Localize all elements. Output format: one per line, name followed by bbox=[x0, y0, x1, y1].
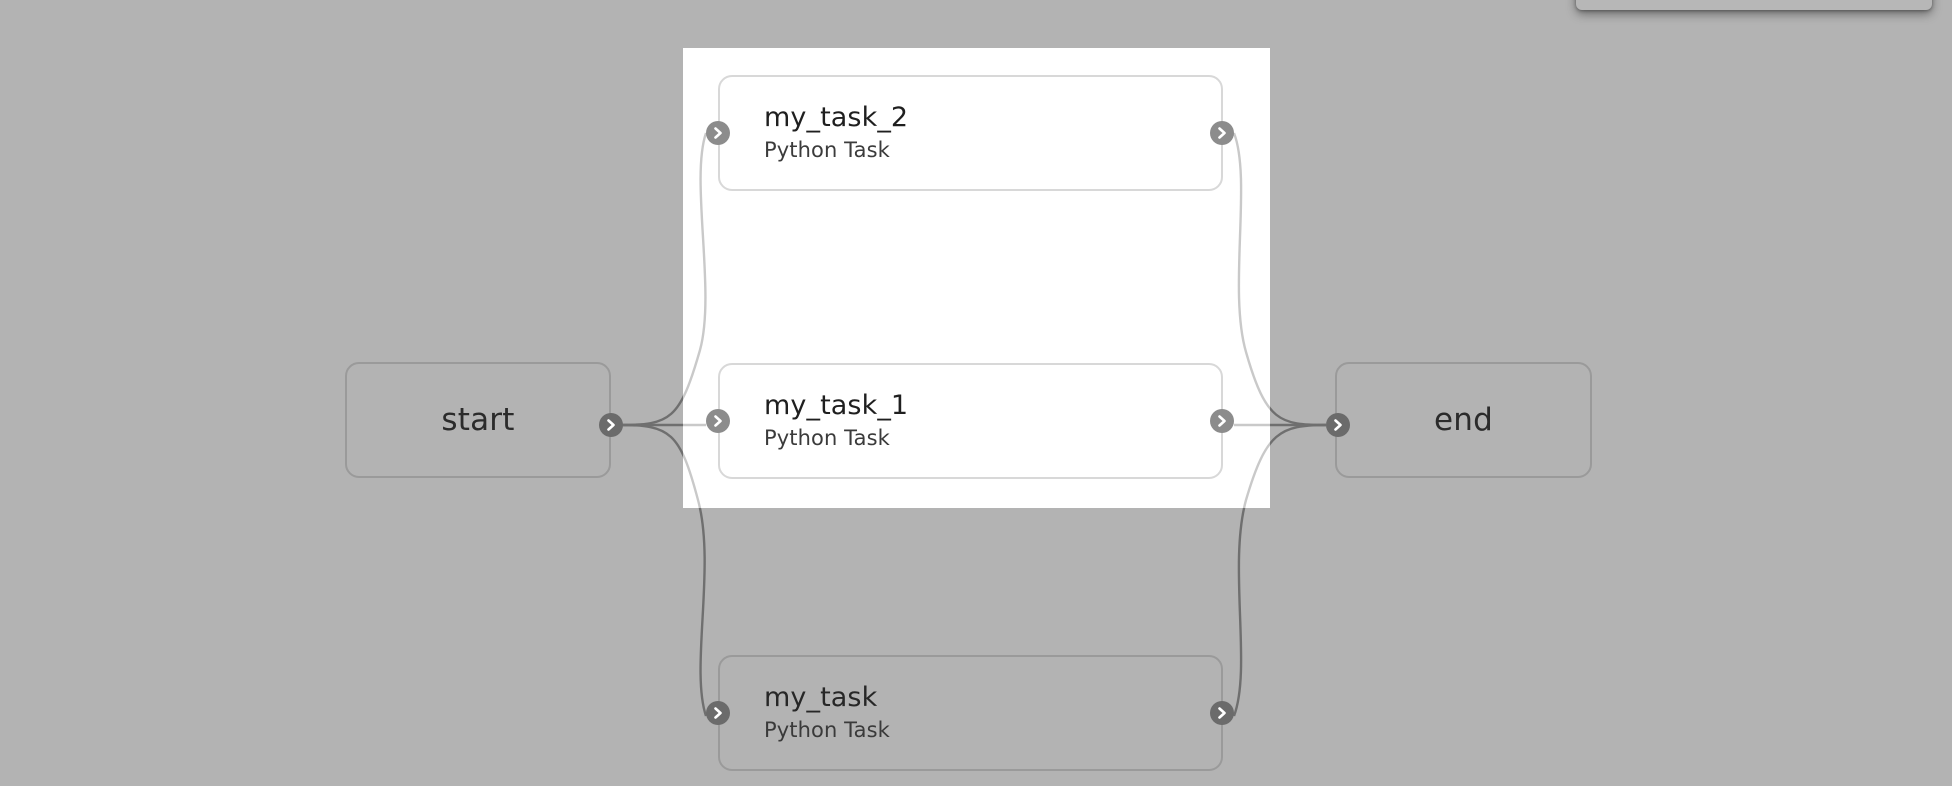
handle-my_task_1-input[interactable] bbox=[706, 409, 730, 433]
handle-end-input[interactable] bbox=[1326, 413, 1350, 437]
edge-my_task_2-to-end-lit bbox=[1232, 132, 1270, 411]
edge-start-to-my_task_2-lit bbox=[683, 132, 708, 401]
node-my_task_1-title: my_task_1 bbox=[764, 389, 909, 421]
node-my_task_2-subtitle: Python Task bbox=[764, 138, 890, 162]
handle-my_task_1-output[interactable] bbox=[1210, 409, 1234, 433]
node-my_task_1[interactable]: my_task_1 Python Task bbox=[718, 363, 1223, 479]
node-my_task-subtitle: Python Task bbox=[764, 718, 890, 742]
node-my_task_2[interactable]: my_task_2 Python Task bbox=[718, 75, 1223, 191]
node-my_task-title: my_task bbox=[764, 681, 878, 713]
node-start-title: start bbox=[441, 402, 515, 438]
node-my_task_2-title: my_task_2 bbox=[764, 101, 909, 133]
handle-my_task-input[interactable] bbox=[706, 701, 730, 725]
node-end[interactable]: end bbox=[1335, 362, 1592, 478]
edge-my_task-to-end-lit bbox=[1242, 441, 1270, 508]
node-my_task_1-subtitle: Python Task bbox=[764, 426, 890, 450]
handle-my_task_2-input[interactable] bbox=[706, 121, 730, 145]
floating-toolbar-partial[interactable] bbox=[1576, 0, 1932, 10]
node-my_task[interactable]: my_task Python Task bbox=[718, 655, 1223, 771]
node-start[interactable]: start bbox=[345, 362, 611, 478]
handle-my_task_2-output[interactable] bbox=[1210, 121, 1234, 145]
node-end-title: end bbox=[1434, 402, 1493, 438]
handle-start-output[interactable] bbox=[599, 413, 623, 437]
edge-start-to-my_task-lit bbox=[683, 451, 702, 508]
handle-my_task-output[interactable] bbox=[1210, 701, 1234, 725]
